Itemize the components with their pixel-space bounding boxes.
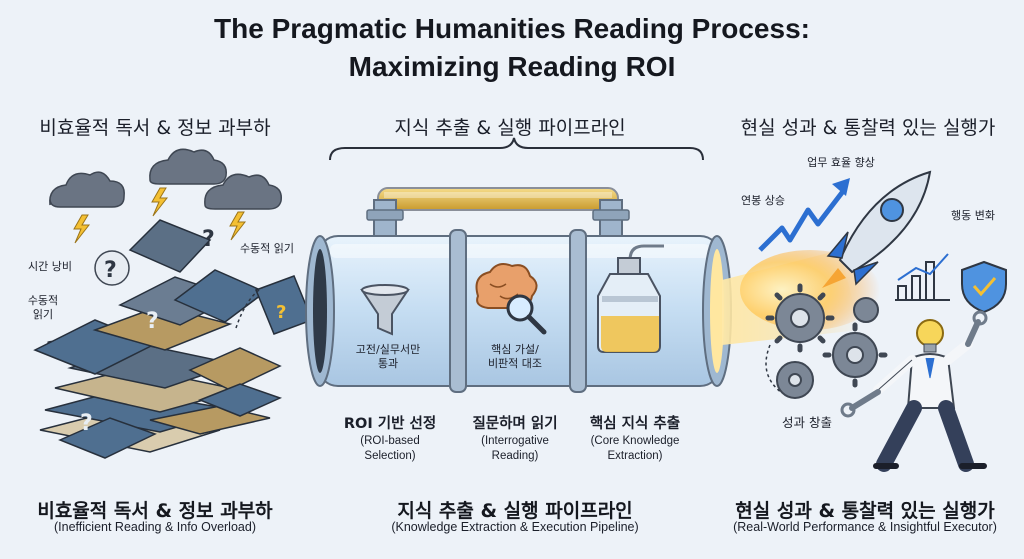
middle-footer-ko: 지식 추출 & 실행 파이프라인 bbox=[397, 500, 633, 522]
gear-teeth bbox=[765, 283, 888, 388]
cycle-arrow bbox=[765, 344, 783, 394]
pipeline-bracket bbox=[329, 137, 704, 161]
stage2-inner-line2: 비판적 대조 bbox=[487, 357, 543, 370]
rocket-icon bbox=[822, 170, 932, 288]
shield-check-icon bbox=[961, 260, 1007, 314]
label-passive-2: 읽기 bbox=[32, 308, 54, 321]
stage1-inner-line2: 통과 bbox=[377, 357, 399, 370]
question-bubble: ? bbox=[94, 250, 130, 286]
svg-text:?: ? bbox=[276, 302, 286, 323]
lightning-bolts bbox=[73, 187, 247, 244]
page-title-line2: Maximizing Reading ROI bbox=[348, 51, 676, 82]
distillation-flask-icon bbox=[597, 244, 664, 353]
book-question-marks: ? ? bbox=[80, 309, 159, 436]
stage3-en-line2: Extraction) bbox=[607, 450, 663, 462]
wrench-icons bbox=[849, 319, 981, 411]
svg-text:?: ? bbox=[146, 309, 159, 334]
stage1-en-line1: (ROI-based bbox=[360, 435, 420, 447]
gold-overflow-pipe bbox=[366, 187, 630, 241]
stage1-en-line2: Selection) bbox=[364, 450, 416, 462]
bar-chart-icon bbox=[895, 253, 950, 301]
pipe-rings bbox=[449, 229, 587, 393]
left-section-header: 비효율적 독서 & 정보 과부하 bbox=[39, 117, 271, 139]
stage3-en-line1: (Core Knowledge bbox=[590, 435, 680, 447]
right-section-header: 현실 성과 & 통찰력 있는 실행가 bbox=[740, 117, 996, 139]
funnel-icon bbox=[360, 284, 410, 336]
executor-figure bbox=[873, 319, 987, 472]
page-title-line1: The Pragmatic Humanities Reading Process… bbox=[214, 13, 810, 44]
brain-magnifier-icon bbox=[475, 263, 547, 335]
storm-clouds bbox=[49, 148, 282, 210]
svg-text:?: ? bbox=[104, 258, 117, 283]
label-results: 성과 창출 bbox=[782, 415, 832, 430]
growth-arrow bbox=[758, 188, 846, 252]
middle-section-header: 지식 추출 & 실행 파이프라인 bbox=[394, 117, 626, 139]
stage2-title: 질문하며 읽기 bbox=[472, 416, 558, 432]
right-footer-ko: 현실 성과 & 통찰력 있는 실행가 bbox=[735, 500, 995, 522]
label-efficiency-up: 업무 효율 향상 bbox=[807, 156, 875, 169]
left-footer-ko: 비효율적 독서 & 정보 과부하 bbox=[37, 500, 273, 522]
right-footer-en: (Real-World Performance & Insightful Exe… bbox=[733, 520, 997, 534]
stage1-title: ROI 기반 선정 bbox=[343, 416, 437, 432]
stage2-en-line2: Reading) bbox=[491, 450, 539, 462]
label-time-waste: 시간 낭비 bbox=[28, 260, 72, 273]
stage1-inner-line1: 고전/실무서만 bbox=[355, 343, 421, 356]
middle-footer-en: (Knowledge Extraction & Execution Pipeli… bbox=[391, 520, 639, 534]
stage2-inner-line1: 핵심 가설/ bbox=[491, 343, 539, 356]
spark-burst bbox=[740, 250, 880, 330]
wrench-heads bbox=[840, 310, 988, 418]
growth-arrowhead bbox=[832, 178, 850, 196]
svg-text:?: ? bbox=[80, 411, 93, 436]
label-passive-1: 수동적 bbox=[27, 294, 59, 307]
stage2-en-line1: (Interrogative bbox=[481, 435, 549, 447]
gears bbox=[775, 293, 879, 399]
stage3-title: 핵심 지식 추출 bbox=[589, 416, 681, 432]
flying-book: ? bbox=[255, 275, 313, 335]
label-salary-increase: 연봉 상승 bbox=[741, 194, 785, 207]
book-pile bbox=[33, 219, 283, 459]
label-passive-reading: 수동적 읽기 bbox=[239, 242, 295, 255]
label-behavior-change: 행동 변화 bbox=[951, 209, 995, 222]
left-footer-en: (Inefficient Reading & Info Overload) bbox=[54, 520, 256, 534]
